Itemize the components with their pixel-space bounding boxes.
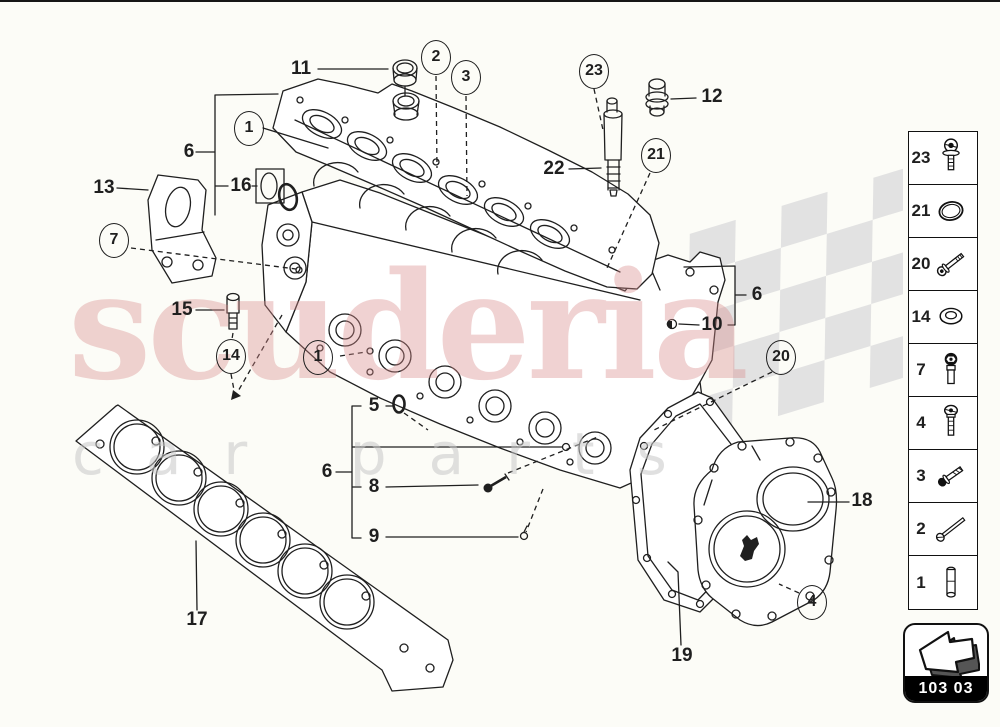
legend-part-number: 7: [916, 360, 926, 379]
socket-bolt-icon: [933, 347, 969, 393]
legend-part-number: 2: [916, 519, 926, 538]
bull-logo: [740, 535, 759, 561]
callout-label-11[interactable]: 11: [290, 58, 312, 79]
callout-circle-4[interactable]: 4: [797, 584, 827, 620]
callout-label-8[interactable]: 8: [368, 476, 380, 497]
legend-part-number: 3: [916, 466, 926, 485]
callout-label-22[interactable]: 22: [543, 158, 565, 179]
legend-part-number: 1: [916, 572, 926, 592]
legend-part-number: 14: [911, 307, 931, 326]
callout-circle-3[interactable]: 3: [451, 59, 481, 95]
legend-row-14[interactable]: 14: [909, 291, 977, 344]
arrow-tip: [231, 390, 241, 400]
oil-cap-drawing: [393, 60, 417, 96]
callout-label-5[interactable]: 5: [368, 395, 380, 416]
legend-row-2[interactable]: 2: [909, 503, 977, 556]
legend-row-20[interactable]: 20: [909, 238, 977, 291]
cam-cover-drawing: [273, 79, 659, 289]
mount-bracket-drawing: [148, 175, 216, 283]
legend-row-21[interactable]: 21: [909, 185, 977, 238]
dome-bolt-icon: [933, 400, 969, 446]
page-code-label: 103 03: [905, 676, 987, 701]
legend-part-number: 21: [911, 201, 931, 220]
plug-dot-drawing: [666, 320, 677, 329]
callout-label-10[interactable]: 10: [701, 314, 723, 335]
head-gasket-drawing: [76, 405, 453, 691]
callout-circle-23[interactable]: 23: [579, 53, 609, 89]
legend-part-number: 20: [911, 254, 931, 273]
legend-part-number: 4: [916, 413, 926, 432]
small-bolt-drawing: [483, 474, 510, 493]
callout-label-12[interactable]: 12: [701, 86, 723, 107]
timing-cover-drawing: [694, 438, 837, 626]
callout-circle-21[interactable]: 21: [641, 137, 671, 173]
callout-label-6[interactable]: 6: [183, 141, 195, 162]
callout-circle-20[interactable]: 20: [766, 339, 796, 375]
back-nav-box[interactable]: 103 03: [903, 623, 989, 703]
screw-washer-icon: [933, 135, 969, 181]
callout-label-16[interactable]: 16: [230, 175, 252, 196]
tiny-bolt-drawing: [521, 526, 528, 540]
callout-label-18[interactable]: 18: [851, 490, 873, 511]
legend-row-4[interactable]: 4: [909, 397, 977, 450]
callout-circle-7[interactable]: 7: [99, 222, 129, 258]
angled-screw-icon: [933, 453, 969, 499]
target-dot: [367, 348, 373, 354]
stud-drawing: [227, 294, 239, 330]
callout-label-19[interactable]: 19: [671, 645, 693, 666]
callout-label-13[interactable]: 13: [93, 177, 115, 198]
legend-row-23[interactable]: 23: [909, 132, 977, 185]
thin-bolt-icon: [933, 506, 969, 552]
seal-ring-drawing: [394, 396, 405, 413]
dowel-pin-icon: [933, 560, 969, 606]
washer-icon: [933, 294, 969, 340]
callout-label-17[interactable]: 17: [186, 609, 208, 630]
callout-label-6[interactable]: 6: [751, 284, 763, 305]
leader-lines: [117, 69, 849, 645]
sensor-plug-drawing: [646, 79, 668, 116]
callout-circle-1[interactable]: 1: [303, 339, 333, 375]
legend-part-number: 23: [911, 148, 931, 167]
callout-label-9[interactable]: 9: [368, 526, 380, 547]
callout-circle-14[interactable]: 14: [216, 338, 246, 374]
callout-circle-2[interactable]: 2: [421, 39, 451, 75]
o-ring-icon: [933, 188, 969, 234]
legend-row-3[interactable]: 3: [909, 450, 977, 503]
top-border-rule: [0, 0, 1000, 2]
legend-row-7[interactable]: 7: [909, 344, 977, 397]
back-arrow-icon: [918, 630, 980, 678]
dashed-leader-lines: [131, 76, 799, 593]
callout-label-15[interactable]: 15: [171, 299, 193, 320]
long-bolt-icon: [933, 241, 969, 287]
spark-plug-drawing: [604, 98, 622, 196]
callout-circle-1[interactable]: 1: [234, 110, 264, 146]
legend-row-1[interactable]: 1: [909, 556, 977, 609]
callout-label-6[interactable]: 6: [321, 461, 333, 482]
